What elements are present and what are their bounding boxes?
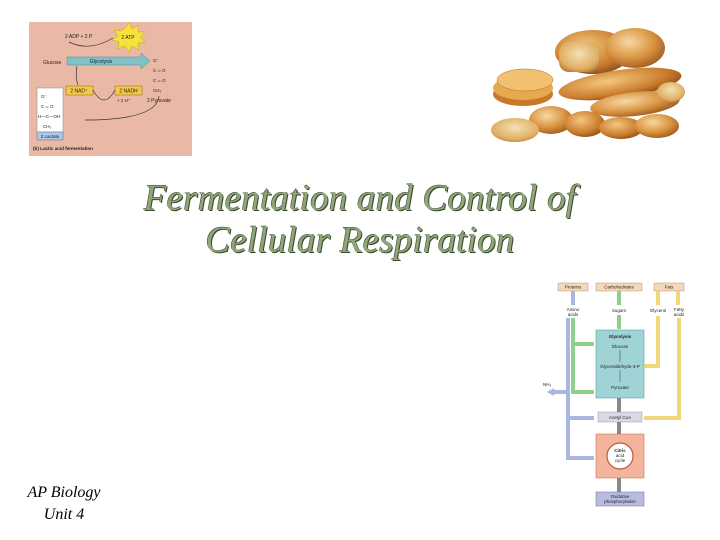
baguette-1 <box>558 67 682 101</box>
muffin-2 <box>565 111 605 137</box>
lactate-label-box <box>36 131 64 141</box>
glycolysis-arrow <box>66 52 151 70</box>
fermentation-diagram: 2 ATP 2 ADP + 2 P Glucose Glycolysis O⁻ … <box>33 22 171 151</box>
course-label: AP Biology Unit 4 <box>16 482 112 526</box>
pyruvate-struct-1: O⁻ <box>153 58 160 63</box>
amino-to-citric-path <box>566 418 594 460</box>
pyruvate-label: 2 Pyruvate <box>147 98 171 104</box>
lactate-struct-4: CH₃ <box>43 124 51 129</box>
loaf-back-2 <box>605 28 665 68</box>
fats-arrow-1 <box>656 291 660 305</box>
glycerol-label: Glycerol <box>650 308 667 313</box>
pyruvate-struct-2: C ═ O <box>153 68 166 73</box>
lactic-acid-fermentation-figure: 2 ATP 2 ADP + 2 P Glucose Glycolysis O⁻ … <box>29 22 192 156</box>
slide-title: Fermentation and Control of Cellular Res… <box>60 178 660 262</box>
proteins-label: Proteins <box>565 285 582 290</box>
fats-arrow-2 <box>676 291 680 305</box>
glucose-label: Glucose <box>43 60 62 66</box>
title-line-2: Cellular Respiration <box>205 220 515 261</box>
glycerol-path <box>644 316 660 368</box>
nh3-arrow-head <box>547 388 554 396</box>
pathway-svg: Proteins Carbohydrates Fats Amino acids … <box>543 282 685 507</box>
g3p-label: Glyceraldehyde-3-P <box>600 364 640 369</box>
nad-label: 2 NAD⁺ <box>70 89 88 95</box>
oxidative-phosphorylation-box <box>595 491 645 507</box>
pyruvate-struct-3: C ═ O <box>153 78 166 83</box>
adp-atp-arc <box>68 37 114 47</box>
roll-1 <box>599 117 643 139</box>
nadh-label: 2 NADH <box>119 89 138 95</box>
lactate-structure-box <box>36 87 64 133</box>
pyruvate-struct-4: CH₃ <box>153 88 161 93</box>
oxphos-label-1: Oxidative <box>611 494 630 499</box>
amino-acids-label-1: Amino <box>567 307 580 312</box>
citric-cycle-circle <box>606 442 634 470</box>
glycolysis-nad-arrow <box>75 65 79 86</box>
fatty-acids-label-2: acids <box>674 312 685 317</box>
h-plus-label: + 2 H⁺ <box>117 98 131 103</box>
acetylcoa-citric-arrow <box>617 422 621 434</box>
bun-1 <box>491 118 539 142</box>
loaf-white <box>559 42 599 72</box>
proteins-arrow <box>571 291 575 305</box>
fats-box <box>653 282 685 292</box>
fatty-acids-path <box>644 318 681 420</box>
fats-label: Fats <box>665 285 675 290</box>
atp-burst <box>111 22 146 53</box>
sugars-arrow <box>617 315 621 329</box>
roll-2 <box>635 114 679 138</box>
fermentation-caption: (b) Lactic acid fermentation <box>33 146 93 151</box>
bread-image <box>485 22 685 150</box>
carbohydrates-label: Carbohydrates <box>604 285 634 290</box>
lactate-struct-3: H—C—OH <box>38 114 60 119</box>
lactate-struct-2: C ═ O <box>41 104 54 109</box>
amino-to-pyruvate-path <box>571 344 594 394</box>
pyruvate-return-arrow <box>84 95 160 121</box>
citric-label-3: cycle <box>615 458 626 463</box>
acetyl-coa-label: Acetyl CoA <box>609 415 631 420</box>
title-line-1: Fermentation and Control of <box>143 178 577 219</box>
pyruvate-acetylcoa-arrow <box>617 398 621 412</box>
amino-acids-label-2: acids <box>568 312 579 317</box>
citric-oxphos-arrow <box>617 478 621 492</box>
cracker-3 <box>496 68 554 92</box>
muffin-1 <box>529 106 573 134</box>
nad-cycle-arrow <box>92 89 116 101</box>
carbs-arrow <box>617 291 621 305</box>
glycolysis-title: Glycolysis <box>609 334 632 339</box>
citric-label-2: acid <box>616 453 625 458</box>
glucose-label: Glucose <box>612 344 629 349</box>
roll-3 <box>657 82 685 102</box>
unit-label: Unit 4 <box>43 506 85 523</box>
lactate-struct-1: O⁻ <box>41 94 48 99</box>
adp-label: 2 ADP + 2 P <box>65 34 93 40</box>
glycolysis-label: Glycolysis <box>90 59 113 65</box>
sugars-label: Sugars <box>612 308 627 313</box>
citric-label-1: Citric <box>614 448 626 453</box>
pyruvate-label: Pyruvate <box>611 385 629 390</box>
atp-label: 2 ATP <box>121 35 135 41</box>
amino-to-glycolysis-path <box>571 318 594 346</box>
catabolism-pathway-diagram: Proteins Carbohydrates Fats Amino acids … <box>540 282 690 514</box>
baguette-2 <box>590 91 680 117</box>
oxphos-label-2: phosphorylation <box>604 499 636 504</box>
nh3-label: NH₃ <box>543 382 551 387</box>
course-name: AP Biology <box>27 484 101 501</box>
bread-illustration <box>491 28 685 142</box>
fatty-acids-label-1: Fatty <box>674 307 685 312</box>
lactate-label: 2 Lactate <box>41 134 60 139</box>
glycolysis-box <box>595 329 645 399</box>
